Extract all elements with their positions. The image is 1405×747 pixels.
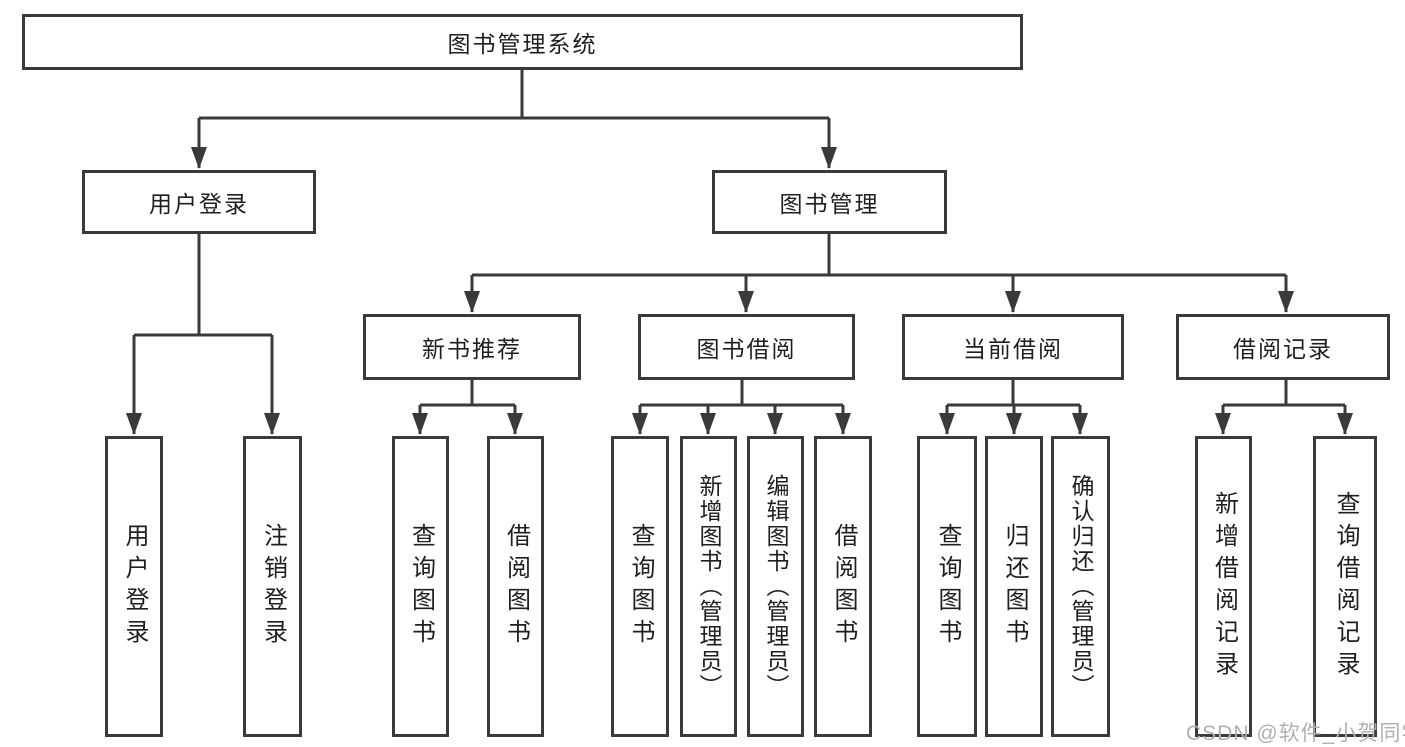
leaf-query-books-recommend: 查询图书: [392, 436, 449, 737]
node-new-book-recommend: 新书推荐: [363, 314, 581, 380]
node-borrow-records: 借阅记录: [1176, 314, 1390, 380]
node-user-login: 用户登录: [82, 170, 316, 234]
leaf-confirm-return-admin: 确认归还（管理员）: [1051, 436, 1110, 737]
leaf-borrow-books: 借阅图书: [814, 436, 872, 737]
node-book-management: 图书管理: [712, 170, 947, 234]
node-book-borrow: 图书借阅: [638, 314, 855, 380]
leaf-add-borrow-record: 新增借阅记录: [1195, 436, 1252, 737]
leaf-user-login: 用户登录: [105, 436, 163, 737]
leaf-query-books-borrow: 查询图书: [611, 436, 669, 737]
node-library-system: 图书管理系统: [22, 14, 1023, 70]
leaf-query-books-current: 查询图书: [917, 436, 977, 737]
node-current-borrow: 当前借阅: [902, 314, 1124, 380]
leaf-return-books: 归还图书: [985, 436, 1043, 737]
leaf-logout: 注销登录: [243, 436, 302, 737]
csdn-watermark: CSDN @软件_小贺同学: [1186, 722, 1405, 745]
leaf-query-borrow-record: 查询借阅记录: [1313, 436, 1377, 737]
leaf-edit-books-admin: 编辑图书（管理员）: [747, 436, 804, 737]
leaf-add-books-admin: 新增图书（管理员）: [680, 436, 737, 737]
leaf-borrow-books-recommend: 借阅图书: [487, 436, 544, 737]
